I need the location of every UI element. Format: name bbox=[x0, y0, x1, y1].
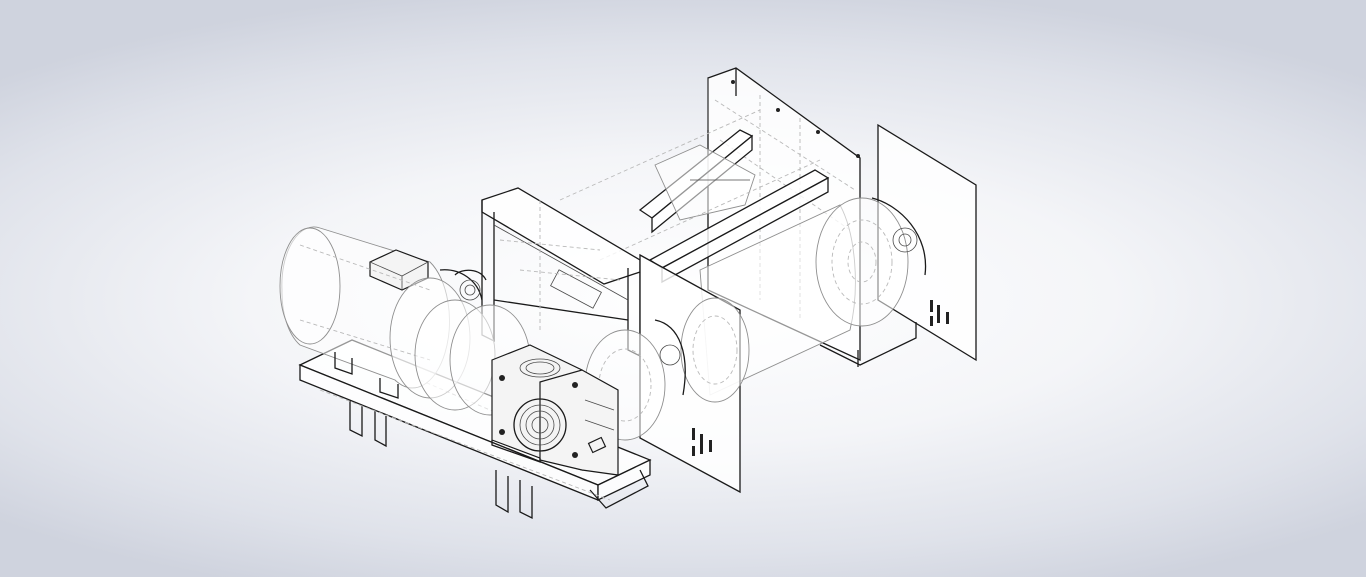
top-frame-beams bbox=[559, 109, 830, 284]
gearbox bbox=[491, 344, 619, 476]
slot-pattern-right bbox=[930, 300, 949, 326]
input-shaft-bearing bbox=[454, 269, 487, 301]
slot-pattern-front bbox=[692, 428, 712, 456]
front-drum-end bbox=[654, 297, 750, 403]
